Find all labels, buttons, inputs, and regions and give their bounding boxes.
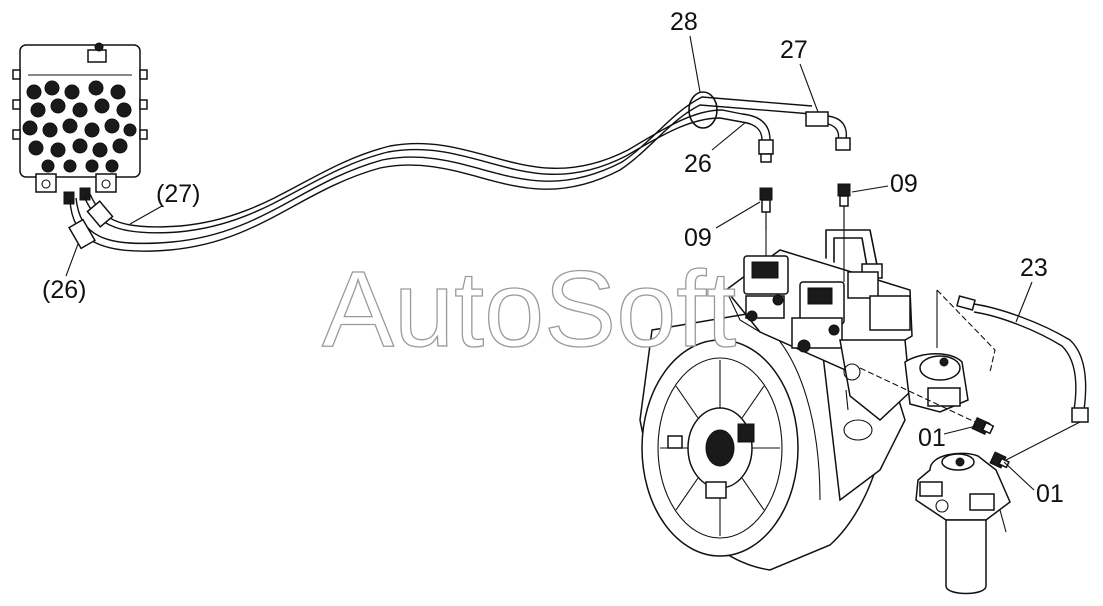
callout-27-ref: (27) (156, 180, 200, 208)
line-filter (915, 452, 1011, 595)
callout-23: 23 (1020, 254, 1048, 282)
callout-01-upper: 01 (918, 424, 946, 452)
callout-28: 28 (670, 8, 698, 36)
callout-01-lower: 01 (1036, 480, 1064, 508)
pilot-gear-pump (904, 353, 969, 413)
fitting-ports (22, 80, 137, 173)
watermark: AutoSoft (322, 248, 736, 369)
adapter-09-left (759, 187, 773, 213)
callout-09-right: 09 (890, 170, 918, 198)
leader-lines (765, 206, 996, 423)
callout-09-left: 09 (684, 224, 712, 252)
pilot-valve-block (12, 42, 148, 205)
callout-27: 27 (780, 36, 808, 64)
connector-01-lower (989, 451, 1010, 469)
hose-assembly-27-26 (68, 91, 851, 252)
hose-23 (956, 295, 1089, 461)
hydraulic-pump (724, 206, 913, 421)
adapter-09-right (837, 183, 851, 207)
connector-01-upper (971, 416, 995, 436)
callout-26: 26 (684, 150, 712, 178)
callout-labels: 28 27 26 09 09 (27) (26) 23 01 01 (42, 8, 1064, 508)
flywheel-housing (639, 299, 906, 571)
callout-26-ref: (26) (42, 276, 86, 304)
